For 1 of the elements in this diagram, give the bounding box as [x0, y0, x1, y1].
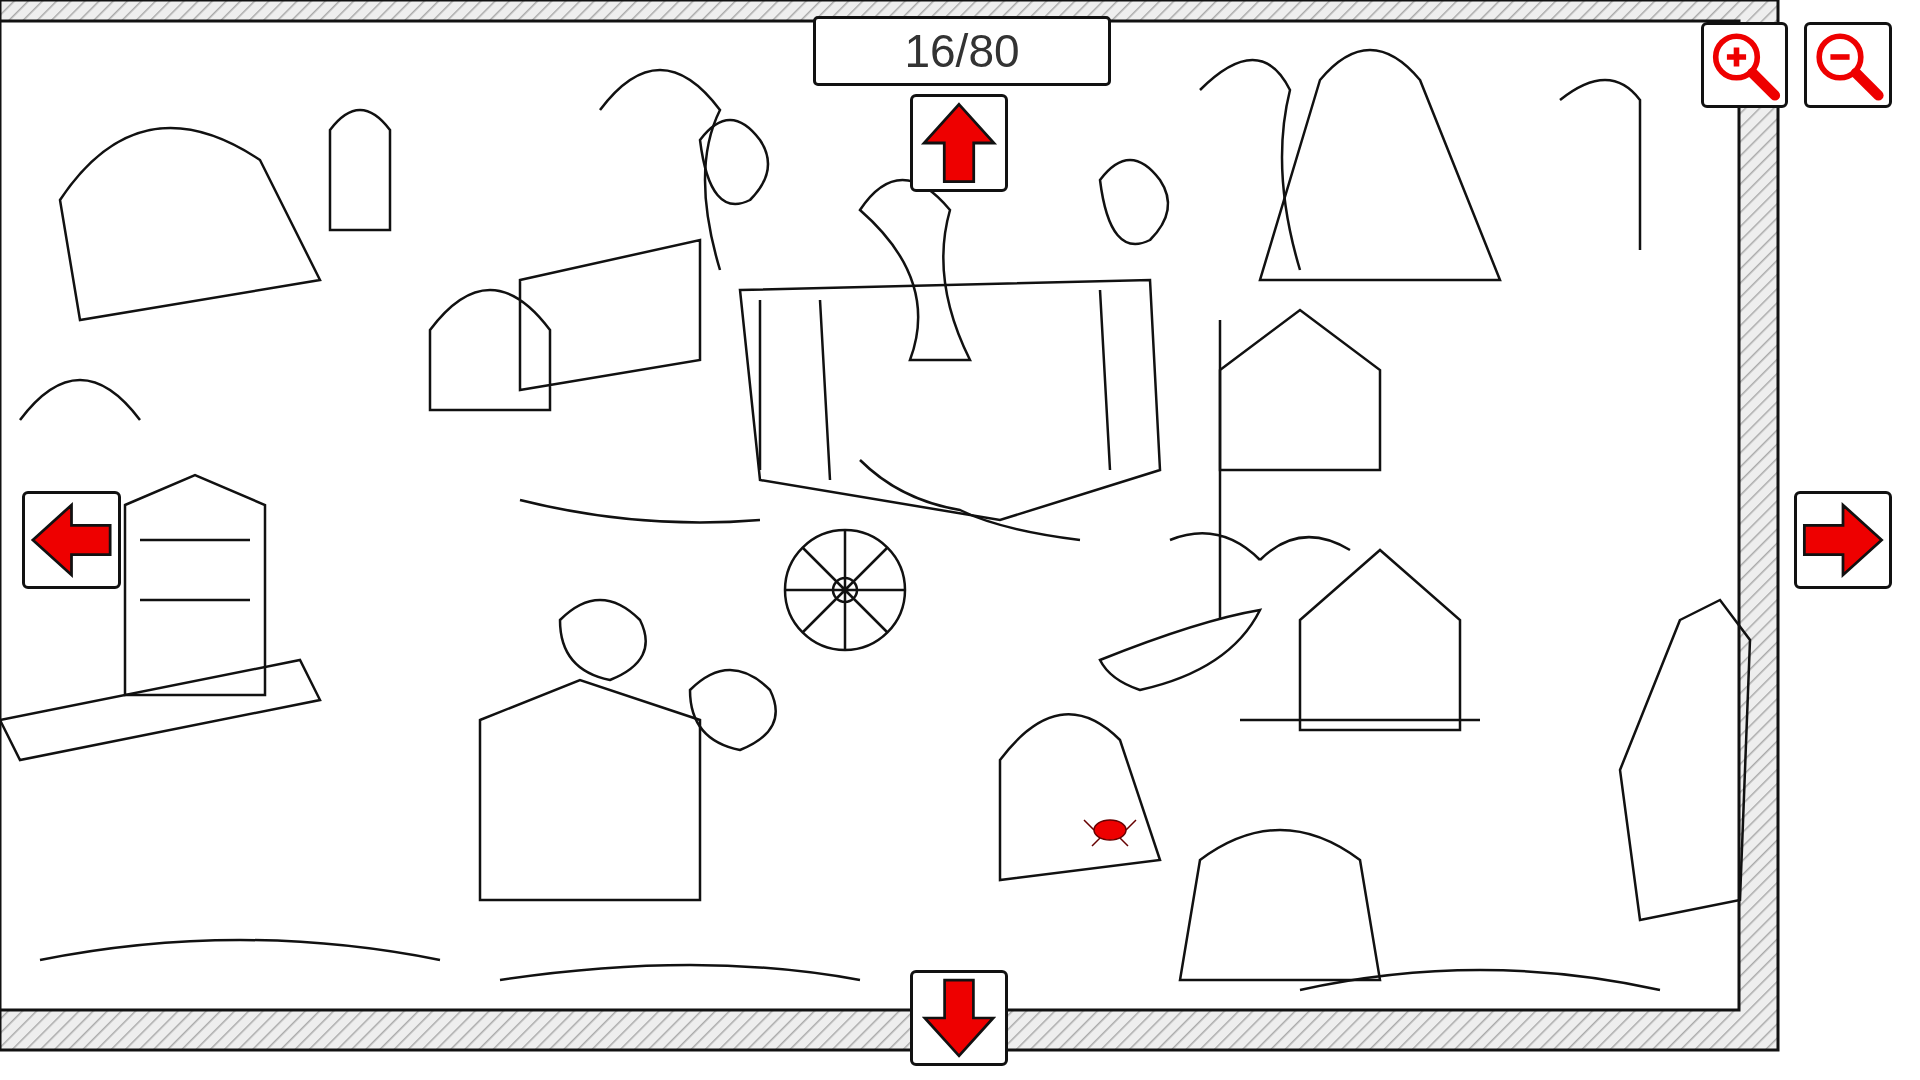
counter-display: 16/80: [813, 16, 1111, 86]
